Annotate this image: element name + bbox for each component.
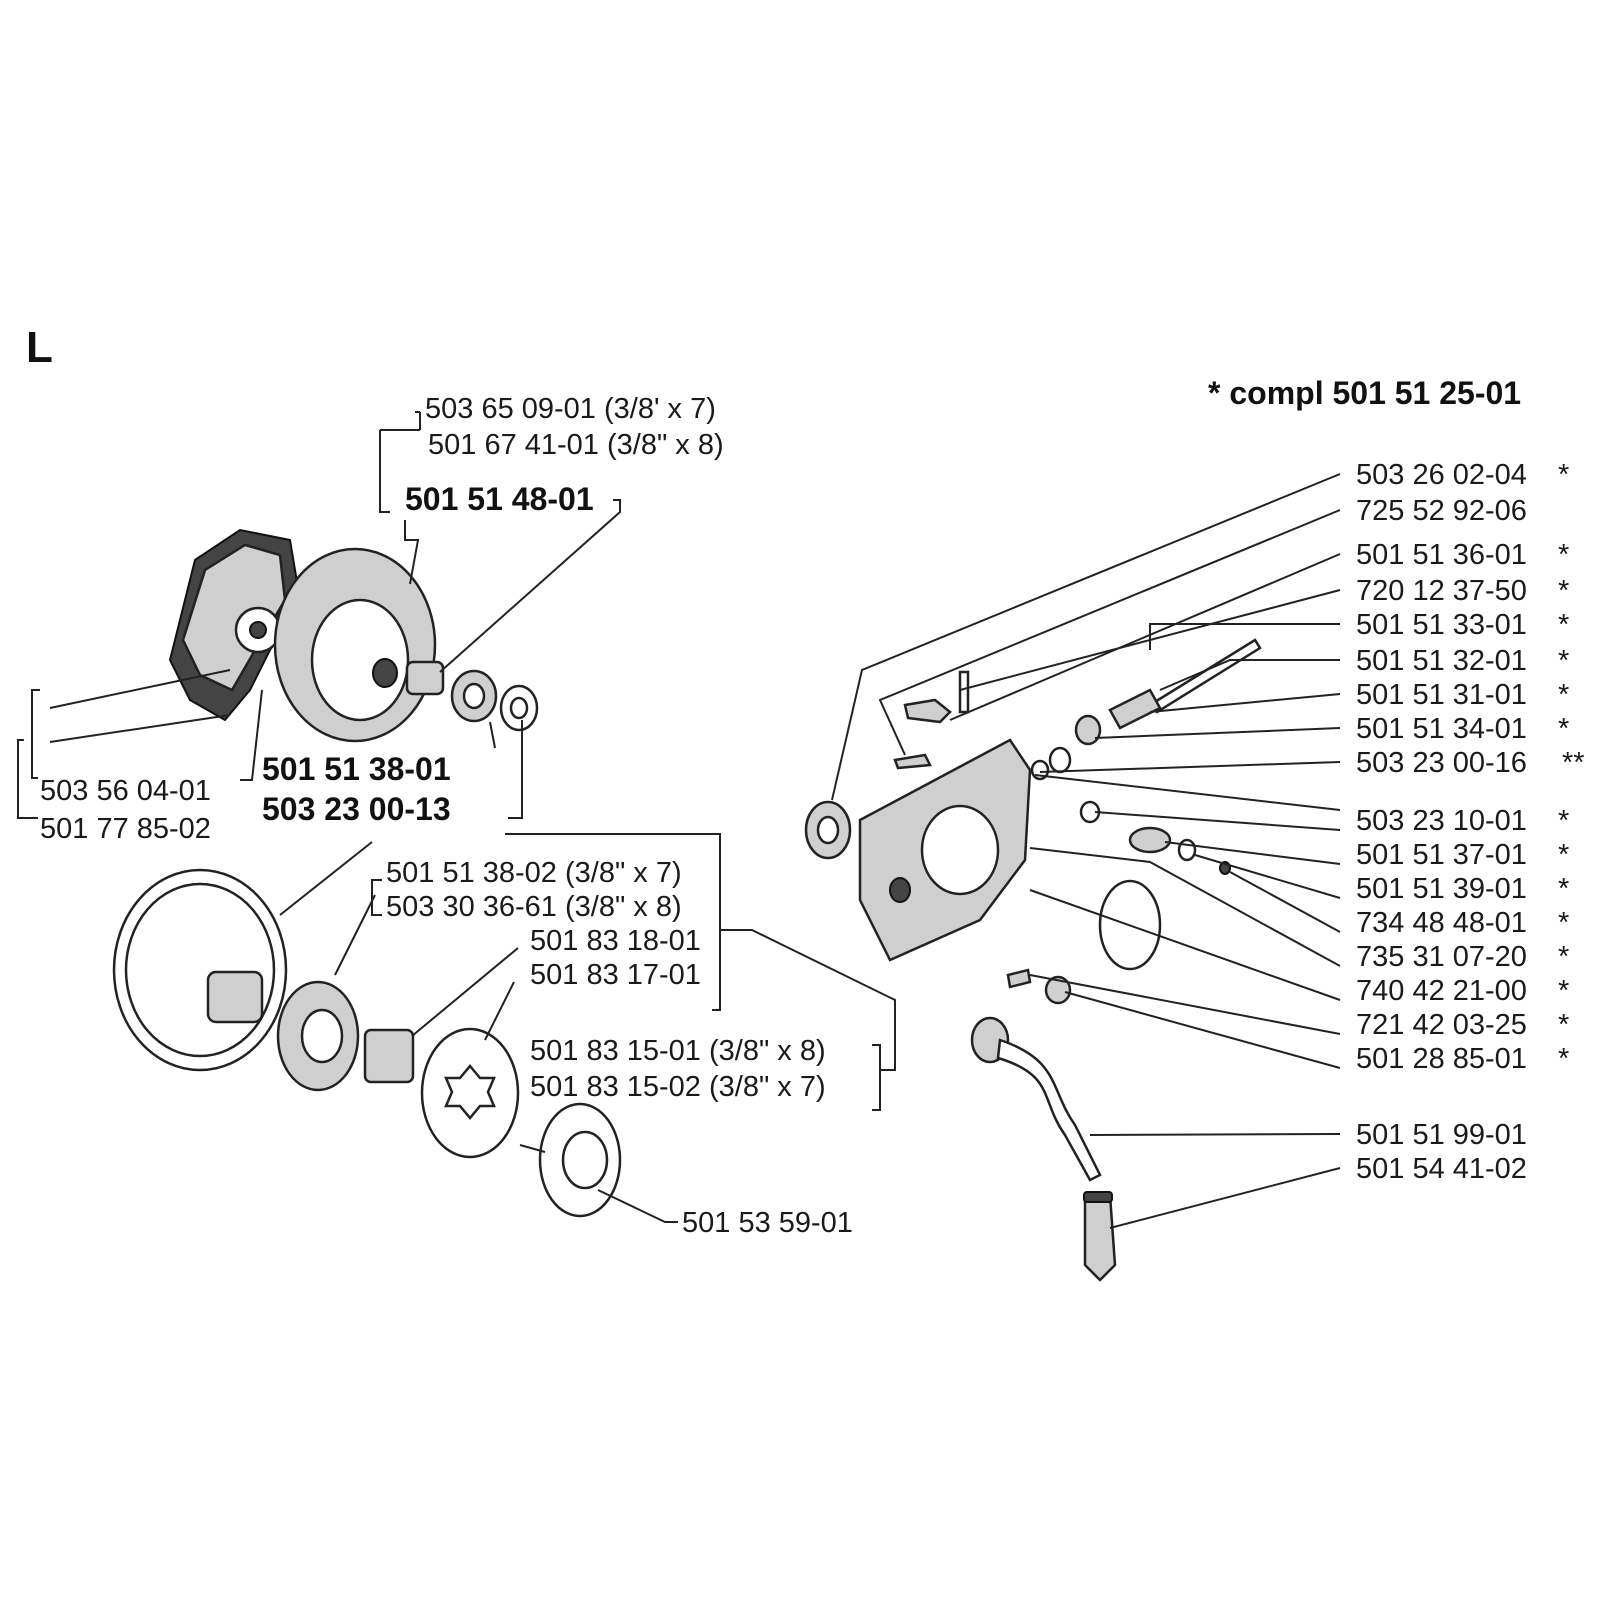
oil-filter — [1083, 1191, 1117, 1282]
needle-bearing-upper — [405, 660, 445, 696]
label-501-53-59-01: 501 53 59-01 — [682, 1207, 853, 1239]
mark-740-42-21-00: * — [1558, 975, 1569, 1007]
sprocket-drum — [112, 868, 288, 1072]
clutch-shoe-assembly — [168, 528, 302, 722]
label-720-12-37-50: 720 12 37-50 — [1356, 575, 1527, 607]
label-501-51-37-01: 501 51 37-01 — [1356, 839, 1527, 871]
label-501-51-32-01: 501 51 32-01 — [1356, 645, 1527, 677]
label-503-26-02-04: 503 26 02-04 — [1356, 459, 1527, 491]
label-734-48-48-01: 734 48 48-01 — [1356, 907, 1527, 939]
mark-501-28-85-01: * — [1558, 1043, 1569, 1075]
adjust-screw-and-nut — [1006, 968, 1072, 1005]
label-501-54-41-02: 501 54 41-02 — [1356, 1153, 1527, 1185]
label-503-23-10-01: 503 23 10-01 — [1356, 805, 1527, 837]
label-501-51-36-01: 501 51 36-01 — [1356, 539, 1527, 571]
mark-501-51-39-01: * — [1558, 873, 1569, 905]
label-501-51-48-01: 501 51 48-01 — [405, 481, 594, 517]
label-501-51-38-02: 501 51 38-02 (3/8" x 7) — [386, 857, 682, 889]
label-501-83-17-01: 501 83 17-01 — [530, 959, 701, 991]
section-letter: L — [26, 323, 53, 372]
sprocket-hub — [420, 1027, 520, 1159]
kit-note: * compl 501 51 25-01 — [1208, 375, 1521, 411]
mark-734-48-48-01: * — [1558, 907, 1569, 939]
label-501-67-41-01: 501 67 41-01 (3/8" x 8) — [428, 429, 724, 461]
mark-501-51-37-01: * — [1558, 839, 1569, 871]
pump-screws — [893, 670, 970, 770]
label-735-31-07-20: 735 31 07-20 — [1356, 941, 1527, 973]
oil-hose — [970, 1016, 1102, 1182]
label-721-42-03-25: 721 42 03-25 — [1356, 1009, 1527, 1041]
mark-721-42-03-25: * — [1558, 1009, 1569, 1041]
mark-735-31-07-20: * — [1558, 941, 1569, 973]
label-725-52-92-06: 725 52 92-06 — [1356, 495, 1527, 527]
mark-501-51-31-01: * — [1558, 679, 1569, 711]
clutch-drum — [273, 547, 437, 743]
label-501-77-85-02: 501 77 85-02 — [40, 813, 211, 845]
mark-503-26-02-04: * — [1558, 459, 1569, 491]
label-501-83-15-02: 501 83 15-02 (3/8" x 7) — [530, 1071, 826, 1103]
label-501-51-34-01: 501 51 34-01 — [1356, 713, 1527, 745]
label-503-65-09-01: 503 65 09-01 (3/8' x 7) — [425, 393, 716, 425]
label-503-30-36-61: 503 30 36-61 (3/8" x 8) — [386, 891, 682, 923]
mark-501-51-34-01: * — [1558, 713, 1569, 745]
mark-501-51-32-01: * — [1558, 645, 1569, 677]
label-501-51-38-01: 501 51 38-01 — [262, 751, 451, 787]
label-501-51-99-01: 501 51 99-01 — [1356, 1119, 1527, 1151]
label-740-42-21-00: 740 42 21-00 — [1356, 975, 1527, 1007]
oil-pump-housing — [858, 738, 1032, 962]
washer-upper — [499, 684, 539, 732]
label-501-28-85-01: 501 28 85-01 — [1356, 1043, 1527, 1075]
label-503-56-04-01: 503 56 04-01 — [40, 775, 211, 807]
label-503-23-00-16: 503 23 00-16 — [1356, 747, 1527, 779]
mark-503-23-00-16: ** — [1562, 747, 1585, 779]
mark-501-51-33-01: * — [1558, 609, 1569, 641]
needle-bearing-lower — [363, 1028, 415, 1084]
rim-sprocket — [276, 980, 360, 1092]
spacer-sleeve — [450, 669, 498, 723]
label-501-51-31-01: 501 51 31-01 — [1356, 679, 1527, 711]
mark-501-51-36-01: * — [1558, 539, 1569, 571]
label-501-83-15-01: 501 83 15-01 (3/8" x 8) — [530, 1035, 826, 1067]
sprocket-washer — [538, 1102, 622, 1218]
label-501-51-33-01: 501 51 33-01 — [1356, 609, 1527, 641]
oil-seal — [804, 800, 852, 860]
mark-503-23-10-01: * — [1558, 805, 1569, 837]
label-501-51-39-01: 501 51 39-01 — [1356, 873, 1527, 905]
label-501-83-18-01: 501 83 18-01 — [530, 925, 701, 957]
mark-720-12-37-50: * — [1558, 575, 1569, 607]
label-503-23-00-13: 503 23 00-13 — [262, 791, 451, 827]
